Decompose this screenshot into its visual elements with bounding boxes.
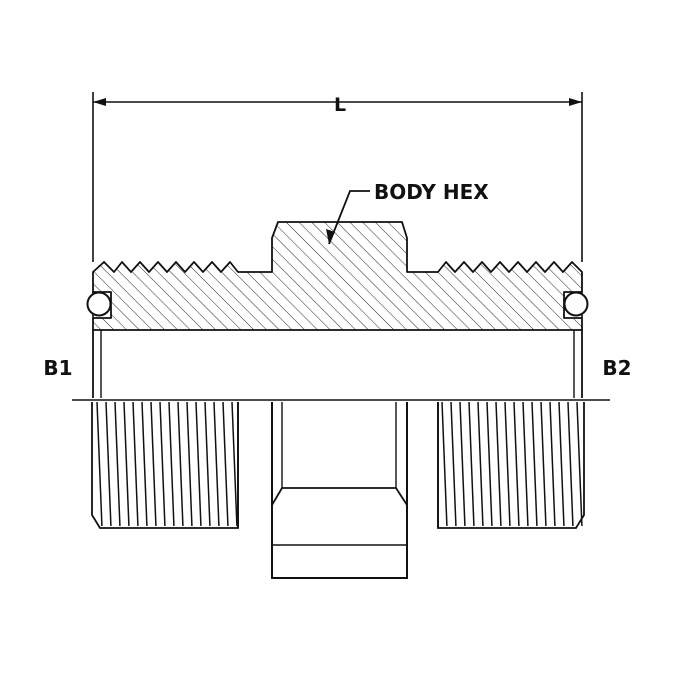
thread-line <box>132 402 139 526</box>
arrowhead-right <box>569 98 582 106</box>
thread-line <box>522 402 529 526</box>
thread-line <box>105 402 112 526</box>
thread-line <box>159 402 166 526</box>
thread-line <box>123 402 130 526</box>
exterior-view <box>91 402 585 579</box>
thread-line <box>168 402 175 526</box>
thread-line <box>567 402 574 526</box>
body-hex-leader-arrowhead <box>326 229 335 244</box>
thread-line <box>195 402 202 526</box>
thread-line <box>96 402 103 526</box>
thread-line <box>231 402 238 526</box>
port-label-b2: B2 <box>602 356 631 380</box>
thread-line <box>495 402 502 526</box>
body-section <box>86 221 589 398</box>
thread-line <box>540 402 547 526</box>
thread-line <box>441 402 448 526</box>
thread-line <box>486 402 493 526</box>
hatched-body-section <box>92 221 583 331</box>
thread-line <box>504 402 511 526</box>
length-label: L <box>334 94 346 116</box>
thread-line <box>204 402 211 526</box>
thread-line <box>141 402 148 526</box>
thread-line <box>549 402 556 526</box>
body-hex-leader <box>328 190 370 245</box>
thread-line <box>222 402 229 526</box>
hex-outline <box>271 402 408 579</box>
thread-lines-right <box>441 402 583 526</box>
thread-line <box>459 402 466 526</box>
body-hex-label: BODY HEX <box>374 180 489 204</box>
thread-line <box>213 402 220 526</box>
oring-right <box>563 291 589 317</box>
arrowhead-left <box>93 98 106 106</box>
thread-line <box>558 402 565 526</box>
oring-left <box>86 291 112 317</box>
thread-line <box>468 402 475 526</box>
thread-line <box>150 402 157 526</box>
thread-line <box>114 402 121 526</box>
thread-line <box>177 402 184 526</box>
length-dimension <box>92 92 583 262</box>
thread-line <box>576 402 583 526</box>
hex-flat-face <box>271 487 408 506</box>
port-label-b1: B1 <box>43 356 72 380</box>
thread-line <box>477 402 484 526</box>
thread-line <box>450 402 457 526</box>
thread-line <box>531 402 538 526</box>
thread-line <box>186 402 193 526</box>
thread-line <box>513 402 520 526</box>
thread-lines-left <box>96 402 238 526</box>
